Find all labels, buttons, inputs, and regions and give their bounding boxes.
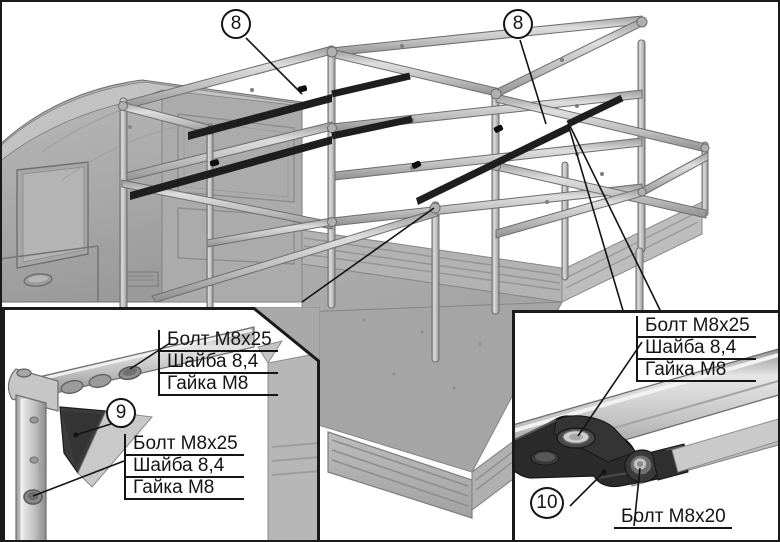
leader-lines (245, 37, 663, 315)
fastener-stack-right: Болт М8х25 Шайба 8,4 Гайка М8 (636, 316, 756, 382)
fastener-row-bolt: Болт М8х25 (636, 316, 756, 338)
fastener-row-nut: Гайка М8 (160, 374, 278, 396)
fastener-row-washer: Шайба 8,4 (160, 352, 278, 374)
fastener-row-bolt: Болт М8х25 (124, 434, 244, 456)
fastener-stack-lower-left: Болт М8х25 Шайба 8,4 Гайка М8 (124, 434, 244, 500)
callout-8-left: 8 (221, 9, 251, 39)
callout-10-label: 10 (536, 492, 558, 513)
fastener-row-nut: Гайка М8 (126, 478, 244, 500)
callout-8-left-label: 8 (230, 13, 242, 34)
callout-8-right: 8 (503, 9, 533, 39)
detail-inset-left (2, 307, 320, 540)
callout-9-label: 9 (115, 402, 127, 423)
bolt-m8x20-label: Болт М8х20 (614, 507, 732, 529)
callout-8-right-label: 8 (512, 13, 524, 34)
callout-10: 10 (530, 487, 564, 519)
fastener-stack-upper-left: Болт М8х25 Шайба 8,4 Гайка М8 (158, 330, 278, 396)
awning-frame (118, 15, 710, 363)
fastener-row-washer: Шайба 8,4 (126, 456, 244, 478)
fastener-row-nut: Гайка М8 (638, 360, 756, 382)
callout-9: 9 (106, 398, 136, 428)
black-brace-bars (130, 72, 624, 205)
fastener-row-bolt: Болт М8х25 (158, 330, 278, 352)
fastener-row-washer: Шайба 8,4 (638, 338, 756, 360)
